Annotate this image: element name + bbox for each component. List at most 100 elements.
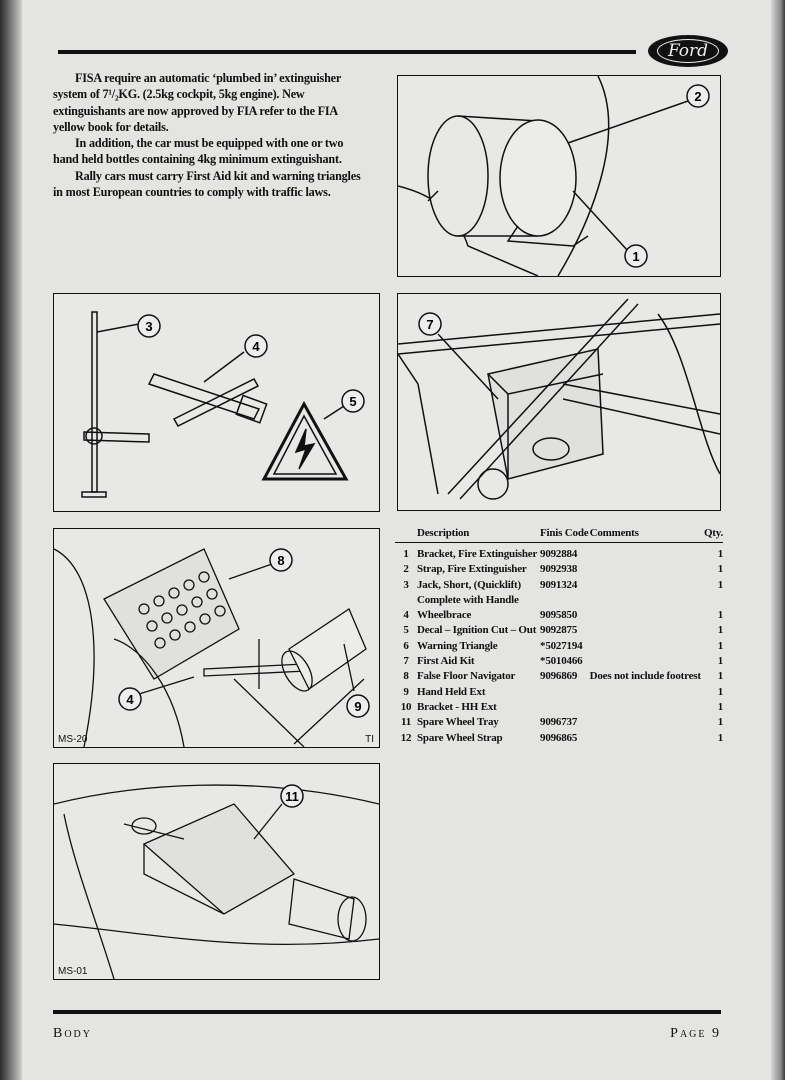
finis-code: 9096869 <box>540 670 578 683</box>
svg-text:5: 5 <box>349 394 356 409</box>
footwell-illustration: 8 4 9 <box>54 548 370 747</box>
callout-11: 11 <box>280 784 304 808</box>
ford-logo: Ford <box>648 35 728 67</box>
item-qty: 1 <box>717 716 724 729</box>
finis-code <box>540 701 590 716</box>
svg-text:4: 4 <box>126 692 134 707</box>
finis-code: 9096737 <box>540 716 578 729</box>
callout-5: 5 <box>341 389 365 413</box>
finis-code: *5027194 <box>540 639 583 652</box>
finis-code: *5010466 <box>540 655 583 668</box>
figure-artist-label: TI <box>365 734 374 745</box>
item-qty: 1 <box>717 670 724 683</box>
tools-illustration: 3 4 5 <box>81 311 365 498</box>
callout-3: 3 <box>137 314 161 338</box>
item-comments <box>590 579 704 594</box>
callout-7: 7 <box>418 312 442 336</box>
item-comments <box>590 732 704 747</box>
item-number: 1 <box>403 548 409 560</box>
scan-edge-left <box>0 0 22 1080</box>
item-number: 8 <box>403 670 409 683</box>
svg-text:7: 7 <box>426 317 433 332</box>
item-description: Jack, Short, (Quicklift) <box>417 578 521 591</box>
item-qty: 1 <box>717 548 724 560</box>
fire-extinguisher-illustration: 2 1 <box>398 76 710 276</box>
header-qty: Qty. <box>703 527 723 543</box>
svg-text:8: 8 <box>277 553 284 568</box>
item-qty: 1 <box>717 624 724 637</box>
svg-text:11: 11 <box>285 789 299 804</box>
finis-code <box>540 686 590 701</box>
footer-page-number: Page 9 <box>670 1026 721 1041</box>
item-comments <box>590 624 704 639</box>
item-description: Hand Held Ext <box>417 685 486 698</box>
figure-code-label: MS-20 <box>58 734 88 745</box>
item-number: 3 <box>403 578 409 591</box>
item-qty: 1 <box>717 578 724 591</box>
figure-tools: 3 4 5 <box>53 293 380 512</box>
callout-4: 4 <box>244 334 268 358</box>
finis-code: 9091324 <box>540 578 578 591</box>
intro-text: FISA require an automatic ‘plumbed in’ e… <box>53 70 371 200</box>
item-qty: 1 <box>717 731 724 744</box>
header-description: Description <box>417 527 541 543</box>
svg-text:3: 3 <box>145 319 152 334</box>
item-number: 4 <box>403 609 409 622</box>
item-description: Spare Wheel Tray <box>417 716 499 729</box>
item-comments <box>590 716 704 731</box>
item-qty: 1 <box>717 685 724 698</box>
callout-4: 4 <box>118 687 142 711</box>
table-row: 3 Jack, Short, (Quicklift) 9091324 1 <box>395 579 723 594</box>
first-aid-kit-illustration: 7 <box>398 298 720 500</box>
item-description: Bracket - HH Ext <box>417 700 497 713</box>
footer-section: Body <box>53 1026 93 1041</box>
finis-code: 9092884 <box>540 548 578 560</box>
intro-paragraph: In addition, the car must be equipped wi… <box>53 136 344 167</box>
table-row: 10 Bracket - HH Ext 1 <box>395 700 724 716</box>
item-comments <box>590 543 704 564</box>
item-description: Complete with Handle <box>417 593 519 606</box>
item-qty: 1 <box>717 609 724 622</box>
table-header-row: Description Finis Code Comments Qty. <box>395 527 723 543</box>
intro-paragraph: Rally cars must carry First Aid kit and … <box>53 168 361 200</box>
item-description: Decal – Ignition Cut – Out <box>417 624 537 637</box>
item-number: 12 <box>400 731 412 744</box>
item-description: False Floor Navigator <box>417 670 516 683</box>
figure-first-aid-kit: 7 <box>397 293 721 511</box>
intro-paragraph: FISA require an automatic ‘plumbed in’ e… <box>53 71 341 134</box>
item-qty: 1 <box>717 700 724 713</box>
item-number: 10 <box>400 700 412 713</box>
item-qty: 1 <box>717 655 724 668</box>
item-qty: 1 <box>717 563 724 576</box>
item-comments <box>590 594 704 609</box>
item-qty: 1 <box>717 639 724 652</box>
header-code: Finis Code <box>540 527 590 543</box>
table-row: Complete with Handle <box>395 594 723 609</box>
item-number: 11 <box>401 716 411 729</box>
callout-2: 2 <box>686 84 710 108</box>
callout-8: 8 <box>269 548 293 572</box>
svg-text:1: 1 <box>632 249 639 264</box>
item-description: First Aid Kit <box>417 655 475 668</box>
scan-edge-right <box>771 0 785 1080</box>
item-number <box>395 594 417 609</box>
finis-code: 9095850 <box>540 609 578 622</box>
item-comments <box>590 655 704 670</box>
item-comments <box>590 609 704 624</box>
svg-text:4: 4 <box>252 339 260 354</box>
item-comments <box>590 686 704 701</box>
spare-wheel-illustration: 11 <box>54 784 379 979</box>
header-rule <box>58 50 636 54</box>
header-comments: Comments <box>589 527 704 543</box>
item-description: Wheelbrace <box>417 609 472 622</box>
item-number: 7 <box>403 655 409 668</box>
item-comments <box>590 640 704 655</box>
